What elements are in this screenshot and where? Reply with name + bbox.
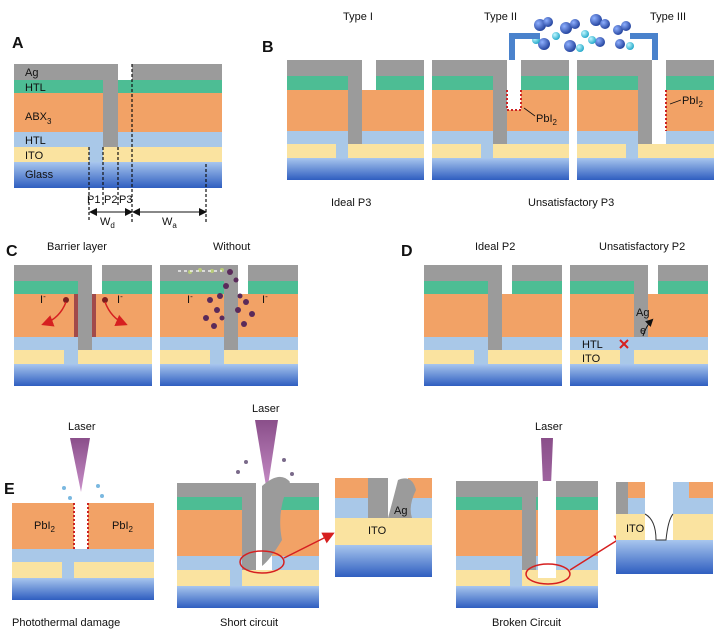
laser-label-e2: Laser xyxy=(252,403,280,415)
d-label-e: e xyxy=(640,325,646,337)
caption-broken-circuit: Broken Circuit xyxy=(492,617,561,629)
caption-photothermal: Photothermal damage xyxy=(12,617,120,629)
zoom-label-ag: Ag xyxy=(394,505,407,517)
layer-label-glass: Glass xyxy=(25,169,54,181)
d-label-htl: HTL xyxy=(582,339,603,351)
scribe-label-p1: P1 xyxy=(87,194,100,206)
zoom-label-ito-e3: ITO xyxy=(626,523,645,535)
panel-a-letter: A xyxy=(12,35,24,52)
cell-e2: Laser xyxy=(177,403,335,608)
width-label-wd: Wd xyxy=(100,216,115,230)
panel-c: C Barrier layer Without I- I- xyxy=(6,241,298,386)
header-barrier-layer: Barrier layer xyxy=(47,241,107,253)
pbi2-label-e1-right: PbI2 xyxy=(112,520,134,534)
panel-c-letter: C xyxy=(6,243,18,260)
laser-label-e1: Laser xyxy=(68,421,96,433)
zoom-e3 xyxy=(616,482,713,574)
panel-b: B Type I Type II Type III xyxy=(262,11,714,209)
cell-b2 xyxy=(432,60,569,180)
panel-e: E Laser PbI2 PbI2 Photothermal damage La… xyxy=(4,403,713,629)
panel-b-letter: B xyxy=(262,39,274,56)
type-label-3: Type III xyxy=(650,11,686,23)
panel-d-letter: D xyxy=(401,243,413,260)
ion-label-c2-left: I- xyxy=(187,292,193,306)
ion-label-c1-left: I- xyxy=(40,292,46,306)
caption-short-circuit: Short circuit xyxy=(220,617,278,629)
caption-unsatisfactory-p3: Unsatisfactory P3 xyxy=(528,197,614,209)
cell-c1 xyxy=(14,265,152,386)
cell-d2 xyxy=(570,265,708,386)
pbi2-label-b2: PbI2 xyxy=(536,113,558,127)
pbi2-label-e1-left: PbI2 xyxy=(34,520,56,534)
laser-label-e3: Laser xyxy=(535,421,563,433)
panel-d: D Ideal P2 Unsatisfactory P2 xyxy=(401,241,708,386)
layer-label-ag: Ag xyxy=(25,67,38,79)
gas-molecules xyxy=(532,14,634,52)
ion-label-c2-right: I- xyxy=(262,292,268,306)
header-unsatisfactory-p2: Unsatisfactory P2 xyxy=(599,241,685,253)
cell-b1 xyxy=(287,60,424,180)
header-without: Without xyxy=(213,241,250,253)
layer-label-ito: ITO xyxy=(25,150,44,162)
type-label-1: Type I xyxy=(343,11,373,23)
scribe-label-p2: P2 xyxy=(104,194,117,206)
panel-a: A Ag HTL ABX3 HTL ITO Glass xyxy=(12,35,222,230)
layer-label-htl-bottom: HTL xyxy=(25,135,46,147)
d-label-ito: ITO xyxy=(582,353,601,365)
zoom-label-ito-e2: ITO xyxy=(368,525,387,537)
cell-b3 xyxy=(577,60,714,180)
scribe-label-p3: P3 xyxy=(119,194,132,206)
cell-e3: Laser xyxy=(456,421,627,608)
caption-ideal-p3: Ideal P3 xyxy=(331,197,371,209)
cell-c2 xyxy=(160,265,298,386)
ion-label-c1-right: I- xyxy=(117,292,123,306)
type-label-2: Type II xyxy=(484,11,517,23)
cell-e1: Laser xyxy=(12,421,154,600)
d-label-ag: Ag xyxy=(636,307,649,319)
cell-d1 xyxy=(424,265,562,386)
layer-label-htl-top: HTL xyxy=(25,82,46,94)
panel-a-stack xyxy=(14,64,222,188)
pbi2-label-b3: PbI2 xyxy=(682,95,704,109)
zoom-e2 xyxy=(335,478,432,577)
header-ideal-p2: Ideal P2 xyxy=(475,241,515,253)
width-label-wa: Wa xyxy=(162,216,177,230)
layer-label-abx: ABX3 xyxy=(25,111,52,126)
panel-e-letter: E xyxy=(4,481,15,498)
